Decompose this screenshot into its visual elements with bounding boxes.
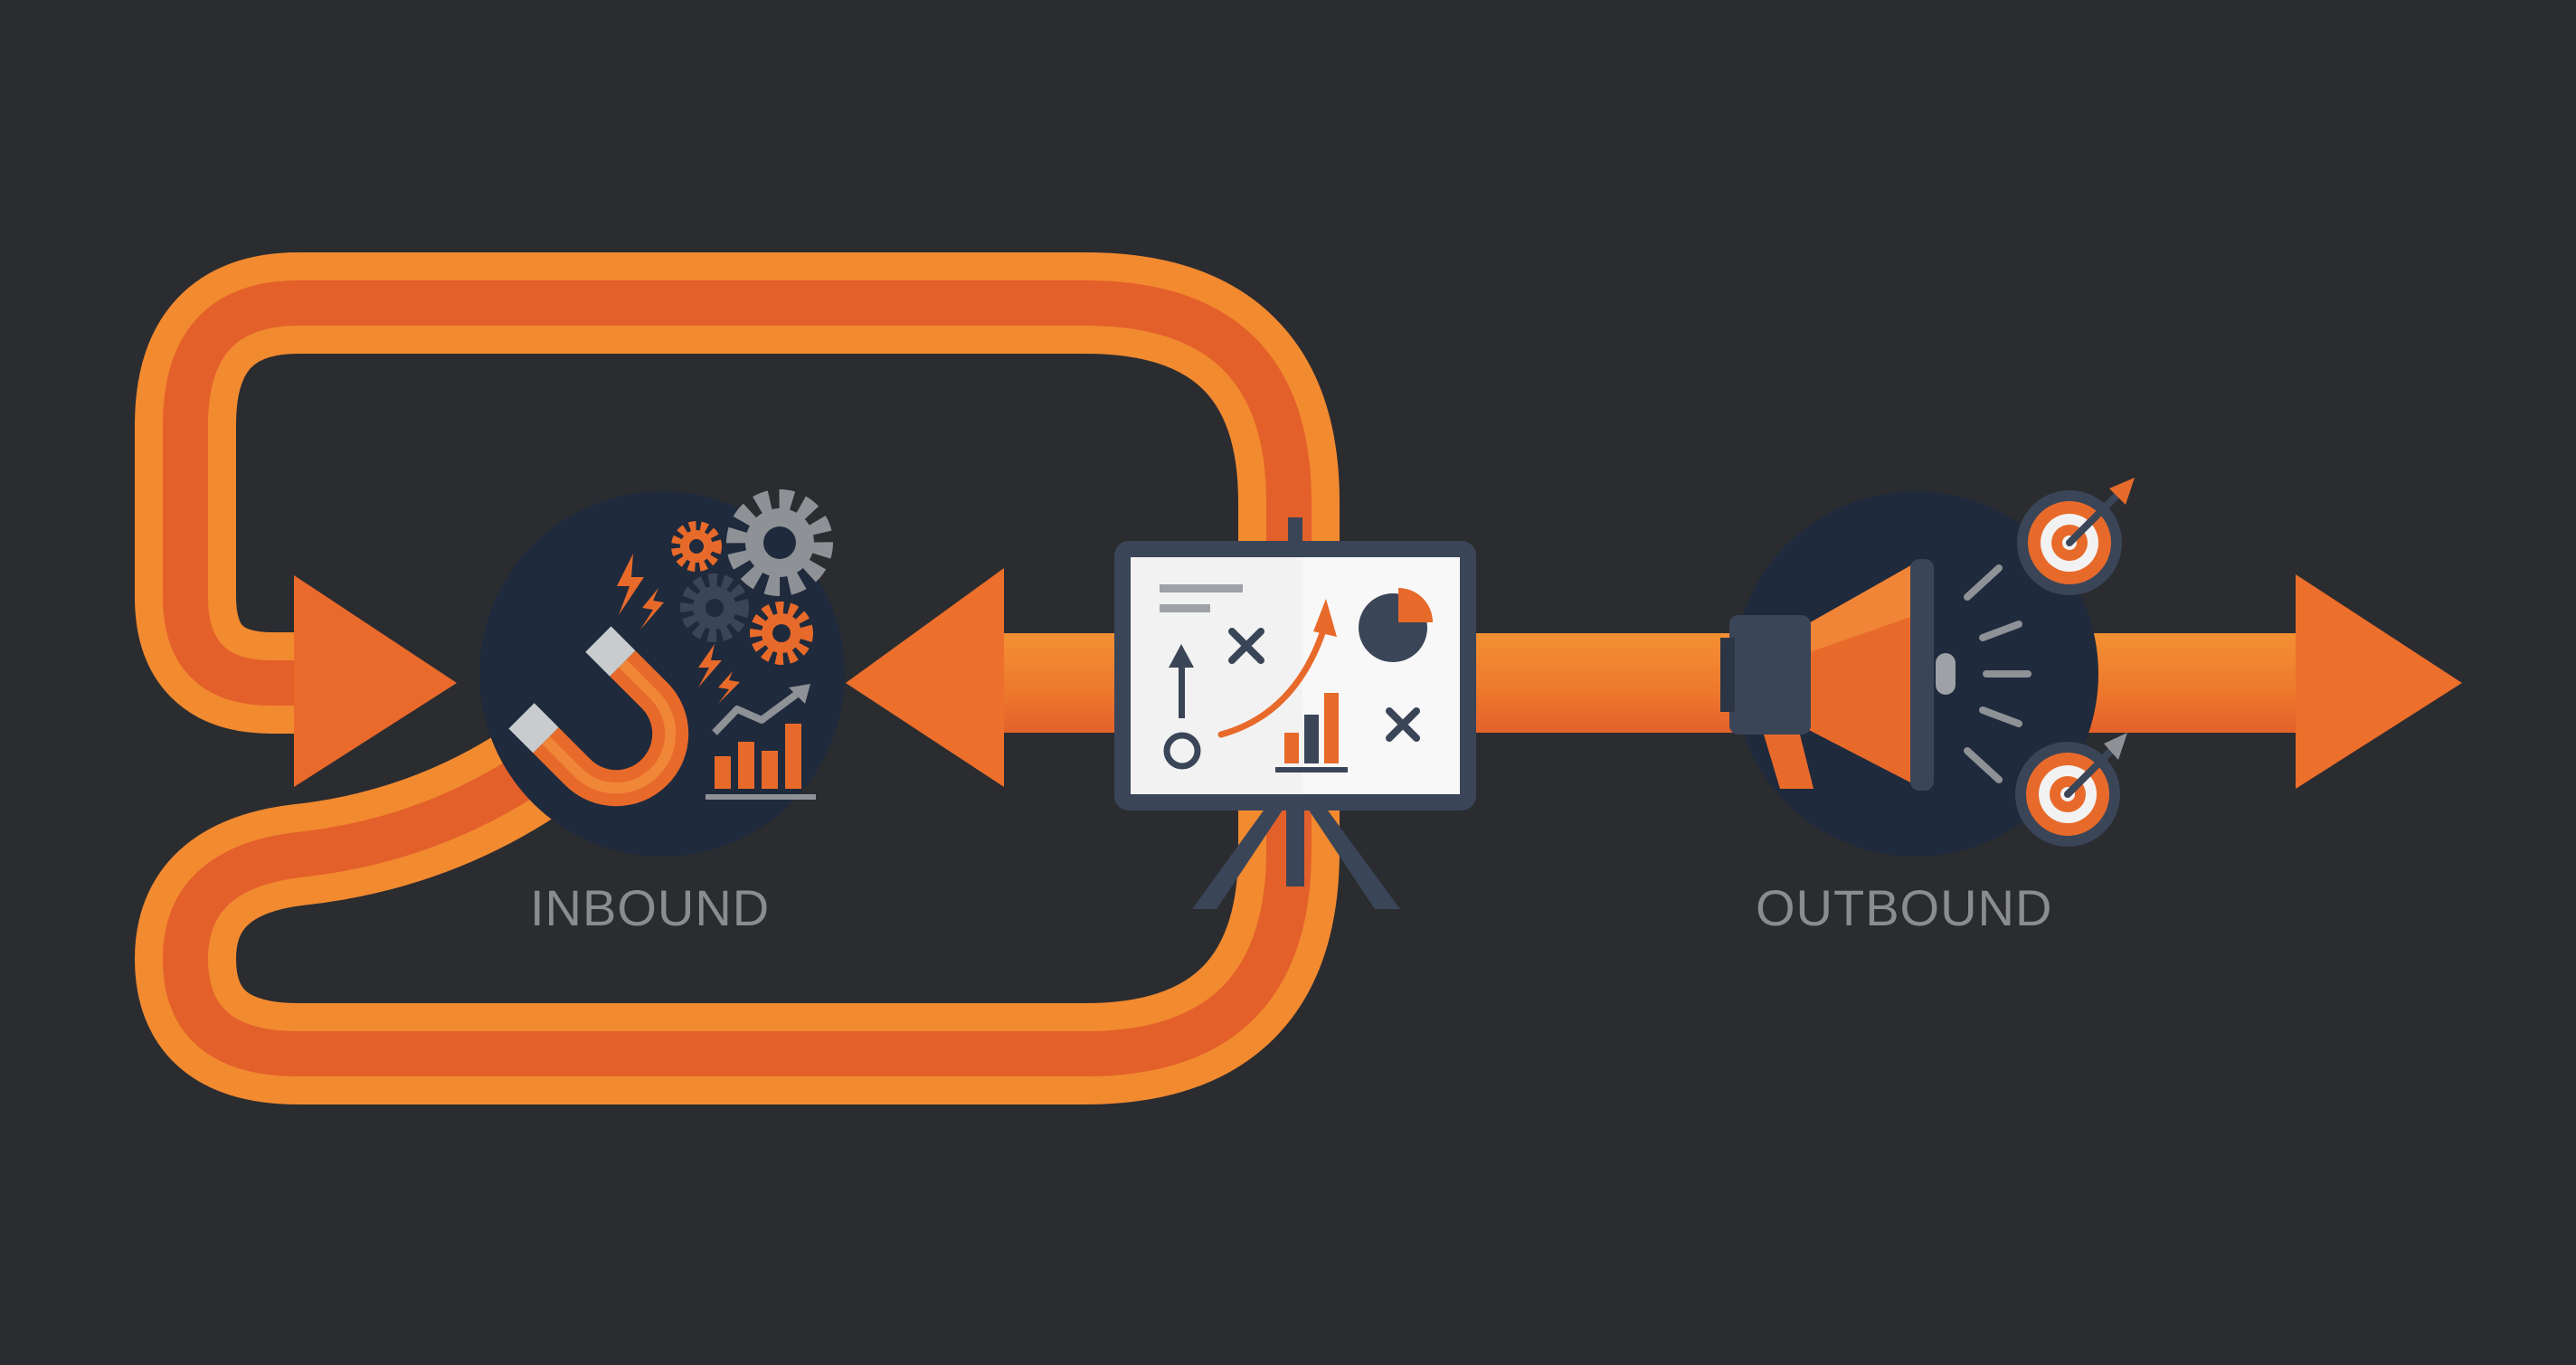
gear-icon xyxy=(750,602,813,665)
left-pointing-arrow xyxy=(846,568,1158,787)
magnet-icon xyxy=(508,626,689,807)
trend-arrow-icon xyxy=(712,686,806,735)
outbound-node xyxy=(1720,478,2135,857)
target-icon xyxy=(2015,733,2127,847)
bar-chart-icon xyxy=(706,724,816,800)
lightning-icon xyxy=(640,588,664,630)
gear-icon xyxy=(671,521,722,572)
gear-icon xyxy=(726,489,833,596)
cross-icon xyxy=(1228,628,1264,664)
inbound-label: INBOUND xyxy=(530,879,771,936)
outbound-label: OUTBOUND xyxy=(1756,879,2053,936)
up-arrow-icon xyxy=(1169,644,1194,718)
circle-icon xyxy=(1163,732,1201,770)
inbound-arrowhead xyxy=(294,575,457,787)
lightning-icon xyxy=(718,671,740,704)
inbound-loop-path xyxy=(135,252,1340,1104)
target-icon xyxy=(2017,478,2135,595)
inbound-node xyxy=(479,489,845,857)
presentation-board-icon xyxy=(1114,517,1476,909)
cross-icon xyxy=(1386,707,1420,742)
gear-icon xyxy=(680,573,749,642)
lightning-icon xyxy=(617,554,644,615)
megaphone-icon xyxy=(1720,559,1956,791)
pie-chart-icon xyxy=(1359,588,1433,662)
bar-chart-icon xyxy=(1275,693,1348,773)
sound-waves xyxy=(1964,564,2031,783)
lightning-icon xyxy=(698,644,722,687)
